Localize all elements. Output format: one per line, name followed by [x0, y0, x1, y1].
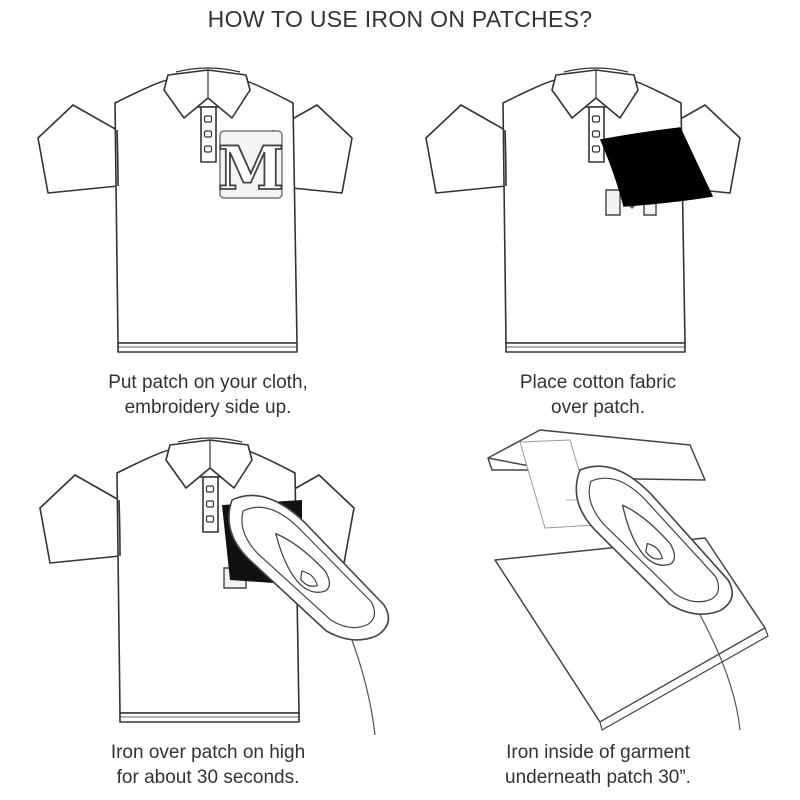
step-4-line-2: underneath patch 30”. [505, 767, 691, 788]
step-4-caption: Iron inside of garment underneath patch … [398, 740, 798, 790]
page-title: HOW TO USE IRON ON PATCHES? [207, 6, 593, 32]
step-3-line-2: for about 30 seconds. [116, 767, 300, 788]
step-2-line-2: over patch. [551, 397, 645, 418]
iron-cord-2 [699, 614, 741, 731]
step-1-line-1: Put patch on your cloth, [108, 372, 308, 393]
step-2-caption: Place cotton fabric over patch. [398, 370, 798, 420]
step-1-caption: Put patch on your cloth, embroidery side… [8, 370, 408, 420]
step-2-line-1: Place cotton fabric [519, 372, 677, 393]
step-2-shirt [425, 67, 741, 353]
patch-m-icon: M [217, 130, 285, 205]
step-1-shirt [37, 67, 353, 353]
cotton-fabric-icon [599, 127, 714, 207]
step-3-line-1: Iron over patch on high [110, 742, 306, 763]
step-4-line-1: Iron inside of garment [506, 742, 690, 763]
patch-letter: M [218, 134, 284, 204]
step-3-caption: Iron over patch on high for about 30 sec… [8, 740, 408, 790]
step-1-line-2: embroidery side up. [124, 397, 292, 418]
iron-cord [351, 639, 376, 736]
